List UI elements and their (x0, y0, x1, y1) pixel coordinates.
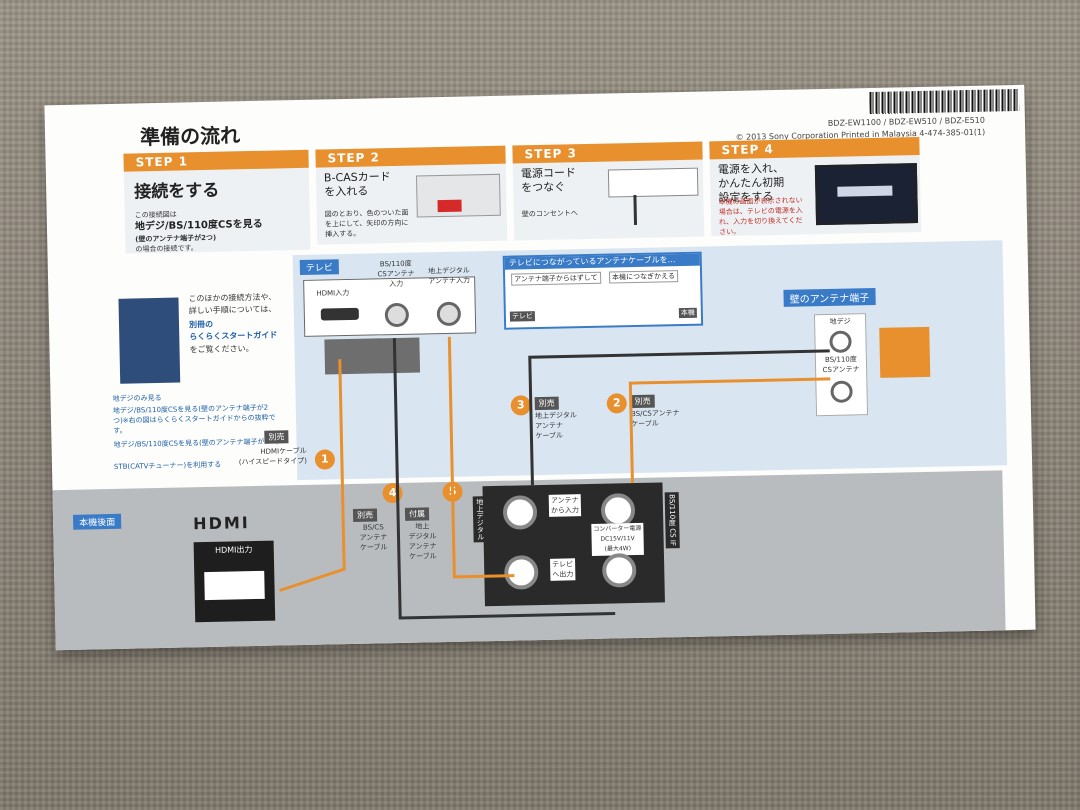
terrestrial-wall-cable-line (528, 349, 830, 486)
bs-tv-cable-line (392, 338, 616, 620)
cable-lines (279, 336, 831, 620)
hdmi-cable-line (279, 359, 346, 592)
setup-sheet: 準備の流れ BDZ-EW1100 / BDZ-EW510 / BDZ-E510 … (44, 84, 1036, 651)
bs-wall-cable-line (628, 377, 831, 484)
terrestrial-tv-cable-line (447, 336, 515, 579)
